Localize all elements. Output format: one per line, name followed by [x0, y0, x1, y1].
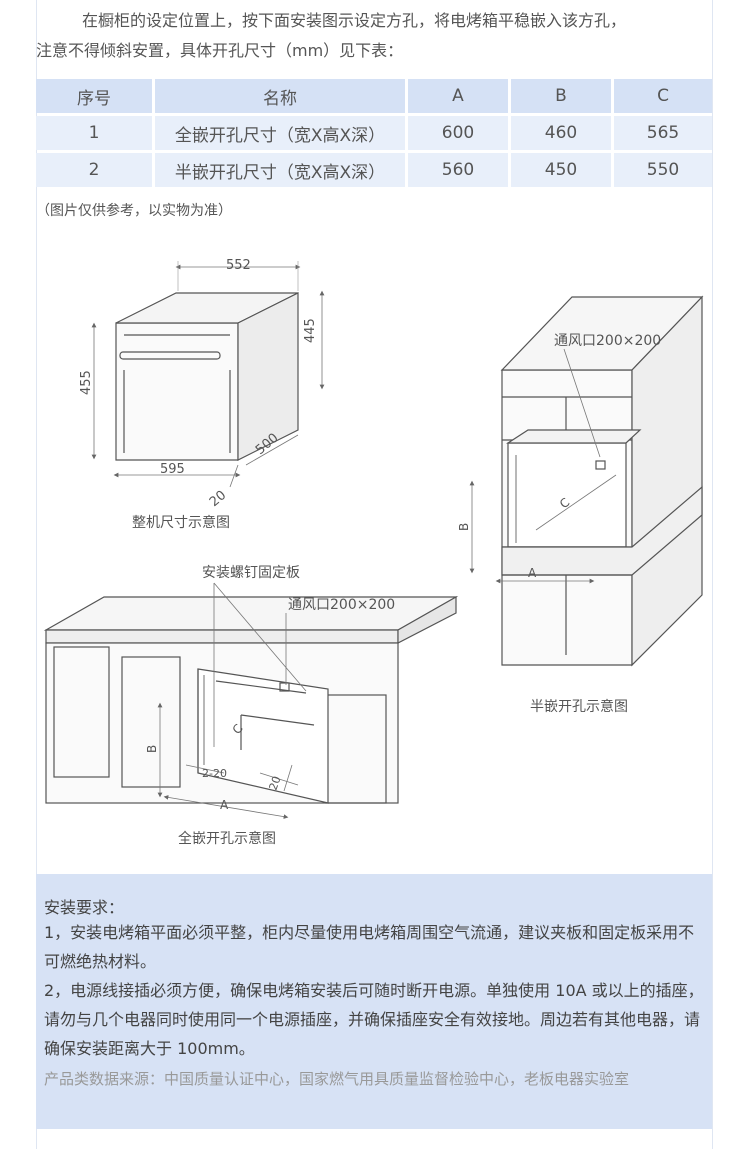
oven-dim-bottom: 595 — [160, 462, 185, 477]
requirements-title: 安装要求： — [44, 898, 125, 917]
reference-note: （图片仅供参考，以实物为准） — [36, 203, 232, 219]
table-cell: 2 — [36, 153, 155, 187]
table-cell: 565 — [614, 116, 712, 150]
full-dim-a: A — [220, 798, 229, 812]
intro-line-2: 注意不得倾斜安置，具体开孔尺寸（mm）见下表： — [36, 41, 404, 60]
full-embed-drawing — [43, 582, 459, 819]
half-caption: 半嵌开孔示意图 — [530, 698, 628, 715]
table-header-cell: 名称 — [155, 79, 408, 113]
page-frame — [36, 0, 713, 1149]
table-header-cell: C — [614, 79, 712, 113]
oven-dim-gap: 20 — [207, 488, 229, 510]
table-header-cell: B — [511, 79, 614, 113]
full-caption: 全嵌开孔示意图 — [178, 830, 276, 847]
table-row: 1 全嵌开孔尺寸（宽X高X深） 600 460 565 — [36, 116, 712, 150]
requirement-item-2: 2，电源线接插必须方便，确保电烤箱安装后可随时断开电源。单独使用 10A 或以上… — [44, 981, 704, 1058]
table-cell: 560 — [408, 153, 511, 187]
requirement-item-1: 1，安装电烤箱平面必须平整，柜内尽量使用电烤箱周围空气流通，建议夹板和固定板采用… — [44, 923, 695, 971]
full-dim-b: B — [145, 745, 159, 753]
oven-caption: 整机尺寸示意图 — [132, 514, 230, 531]
table-cell: 1 — [36, 116, 155, 150]
full-dim-gap: 2-20 — [202, 767, 227, 780]
table-cell: 全嵌开孔尺寸（宽X高X深） — [155, 116, 408, 150]
table-cell: 460 — [511, 116, 614, 150]
installation-requirements: 安装要求： 1，安装电烤箱平面必须平整，柜内尽量使用电烤箱周围空气流通，建议夹板… — [36, 874, 712, 1129]
table-header-row: 序号 名称 A B C — [36, 79, 712, 113]
table-cell: 550 — [614, 153, 712, 187]
oven-dimension-drawing — [91, 261, 325, 488]
intro-text: 在橱柜的设定位置上，按下面安装图示设定方孔，将电烤箱平稳嵌入该方孔， 注意不得倾… — [36, 6, 716, 66]
table-header-cell: A — [408, 79, 511, 113]
intro-line-1: 在橱柜的设定位置上，按下面安装图示设定方孔，将电烤箱平稳嵌入该方孔， — [82, 11, 627, 30]
full-plate-label: 安装螺钉固定板 — [202, 565, 300, 581]
table-cell: 450 — [511, 153, 614, 187]
table-row: 2 半嵌开孔尺寸（宽X高X深） 560 450 550 — [36, 153, 712, 187]
half-dim-b: B — [457, 523, 471, 531]
table-header-cell: 序号 — [36, 79, 155, 113]
half-vent-label: 通风口200×200 — [554, 333, 661, 349]
half-dim-a: A — [528, 566, 537, 580]
installation-diagrams: 552 445 455 500 595 20 整机尺寸示意图 通风口200×20… — [43, 258, 704, 847]
data-source-note: 产品类数据来源：中国质量认证中心，国家燃气用具质量监督检验中心，老板电器实验室 — [44, 1070, 630, 1088]
oven-dim-top: 552 — [226, 258, 251, 273]
oven-dim-right: 445 — [303, 318, 318, 343]
dimension-table: 序号 名称 A B C 1 全嵌开孔尺寸（宽X高X深） 600 460 565 … — [36, 76, 712, 190]
full-vent-label: 通风口200×200 — [288, 597, 395, 613]
table-cell: 600 — [408, 116, 511, 150]
table-cell: 半嵌开孔尺寸（宽X高X深） — [155, 153, 408, 187]
oven-dim-left: 455 — [79, 370, 94, 395]
full-dim-side: 20 — [267, 774, 284, 792]
half-embed-drawing — [469, 295, 704, 667]
